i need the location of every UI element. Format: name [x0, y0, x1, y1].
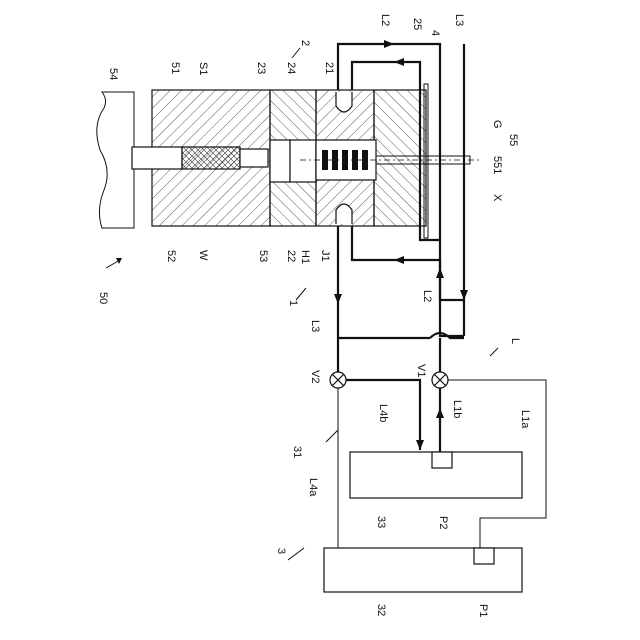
leader-1: [296, 288, 306, 300]
leader-3: [288, 548, 304, 560]
label-2: 2: [299, 40, 311, 46]
press-block-54: [97, 92, 134, 228]
plate-25: [374, 90, 426, 226]
label-31: 31: [291, 446, 303, 458]
label-l2-top: L2: [379, 14, 391, 26]
label-21: 21: [323, 62, 335, 74]
label-l4b: L4b: [377, 404, 389, 422]
insert-22: [270, 140, 290, 182]
label-22: 22: [285, 250, 297, 262]
insert-23: [290, 140, 316, 182]
label-j1: J1: [319, 250, 331, 262]
valve-v2: [330, 372, 346, 388]
pump-p1: [474, 548, 494, 564]
label-55: 55: [507, 134, 519, 146]
arrow-down-right: [460, 290, 468, 300]
label-54: 54: [107, 68, 119, 80]
label-l: L: [509, 338, 521, 344]
leader-l: [490, 348, 498, 356]
arrow-down-left: [334, 294, 342, 304]
label-v1: V1: [415, 364, 427, 377]
label-l3-mid: L3: [309, 320, 321, 332]
label-33: 33: [375, 516, 387, 528]
leader-2: [292, 48, 300, 58]
label-l2-mid: L2: [421, 290, 433, 302]
label-53: 53: [257, 250, 269, 262]
label-g: G: [491, 120, 503, 129]
label-1: 1: [287, 300, 299, 306]
arrow-up-mid: [436, 268, 444, 278]
punch-52: [132, 147, 182, 169]
arrow-left-bottom: [394, 256, 404, 264]
pump-p2: [432, 452, 452, 468]
label-x: X: [491, 194, 503, 202]
label-p1: P1: [477, 604, 489, 617]
label-24: 24: [285, 62, 297, 74]
arrow-right-top: [384, 40, 394, 48]
line-l2b: [352, 226, 464, 336]
label-w: W: [197, 250, 209, 261]
leader-31: [326, 430, 338, 442]
label-h1: H1: [299, 250, 311, 264]
label-l1a: L1a: [519, 410, 531, 429]
label-p2: P2: [437, 516, 449, 529]
cooling-channel-bottom: [336, 204, 352, 224]
valve-v1: [432, 372, 448, 388]
cooling-channel-top: [336, 92, 352, 112]
label-v2: V2: [309, 370, 321, 383]
label-50: 50: [97, 292, 109, 304]
label-25: 25: [411, 18, 423, 30]
label-l1b: L1b: [451, 400, 463, 418]
arrow-l1b: [436, 408, 444, 418]
label-32: 32: [375, 604, 387, 616]
workpiece-w: [182, 147, 240, 169]
label-l3-top: L3: [453, 14, 465, 26]
arrow-l4b: [416, 440, 424, 450]
label-51: 51: [169, 62, 181, 74]
label-551: 551: [491, 156, 503, 174]
label-3: 3: [275, 548, 287, 554]
ejector-53: [240, 149, 268, 167]
label-23: 23: [255, 62, 267, 74]
arrow-left-top: [394, 58, 404, 66]
label-s1: S1: [197, 62, 209, 75]
label-52: 52: [165, 250, 177, 262]
label-l4a: L4a: [307, 478, 319, 497]
label-4: 4: [429, 30, 441, 36]
